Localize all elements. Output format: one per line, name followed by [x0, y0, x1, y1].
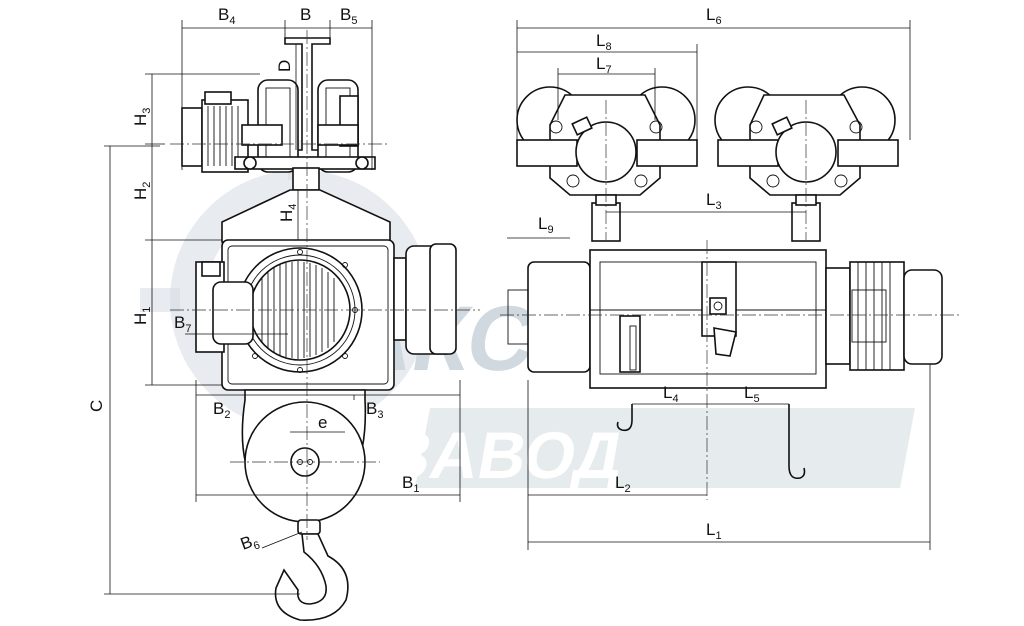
front-view [500, 86, 960, 500]
label-L8: L8 [596, 31, 612, 53]
svg-text:H1: H1 [131, 307, 153, 325]
label-L1: L1 [706, 520, 722, 542]
label-B1: B1 [402, 473, 419, 495]
svg-text:L4: L4 [663, 383, 679, 405]
label-L6: L6 [706, 5, 722, 27]
svg-text:B2: B2 [213, 399, 230, 421]
label-B6: B6 [238, 530, 262, 557]
svg-text:L8: L8 [596, 31, 612, 53]
label-B4: B4 [218, 5, 235, 27]
svg-text:B7: B7 [174, 313, 191, 335]
watermark-line-2: ЗАВОД [383, 419, 628, 492]
label-B3: B3 [366, 399, 383, 421]
label-B2: B2 [213, 399, 230, 421]
svg-text:e: e [318, 413, 327, 432]
svg-text:H3: H3 [131, 108, 153, 126]
label-L4: L4 [663, 383, 679, 405]
label-C: C [87, 400, 106, 412]
svg-text:B4: B4 [218, 5, 235, 27]
label-H2: H2 [131, 182, 153, 200]
svg-text:L2: L2 [615, 473, 631, 495]
svg-text:L7: L7 [596, 54, 612, 76]
label-B5: B5 [340, 5, 357, 27]
svg-text:L3: L3 [706, 190, 722, 212]
label-H4: H4 [277, 204, 299, 222]
svg-text:H2: H2 [131, 182, 153, 200]
label-e: e [318, 413, 327, 432]
label-D: D [275, 60, 294, 72]
svg-text:L5: L5 [744, 383, 760, 405]
label-L2: L2 [615, 473, 631, 495]
label-H1: H1 [131, 307, 153, 325]
svg-text:B3: B3 [366, 399, 383, 421]
svg-text:H4: H4 [277, 204, 299, 222]
watermark-bar [415, 408, 915, 488]
front-view-dimensions [507, 20, 931, 550]
svg-text:B1: B1 [402, 473, 419, 495]
svg-text:L6: L6 [706, 5, 722, 27]
svg-text:L9: L9 [538, 214, 554, 236]
label-L3: L3 [706, 190, 722, 212]
label-B7: B7 [174, 313, 191, 335]
label-H3: H3 [131, 108, 153, 126]
svg-text:B6: B6 [238, 530, 262, 557]
svg-text:C: C [87, 400, 106, 412]
svg-text:B5: B5 [340, 5, 357, 27]
side-view-dimensions [104, 20, 461, 595]
label-L9: L9 [538, 214, 554, 236]
label-B: B [300, 5, 311, 24]
label-L5: L5 [744, 383, 760, 405]
label-L7: L7 [596, 54, 612, 76]
svg-text:D: D [275, 60, 294, 72]
svg-text:B: B [300, 5, 311, 24]
svg-text:L1: L1 [706, 520, 722, 542]
side-view [170, 30, 480, 621]
